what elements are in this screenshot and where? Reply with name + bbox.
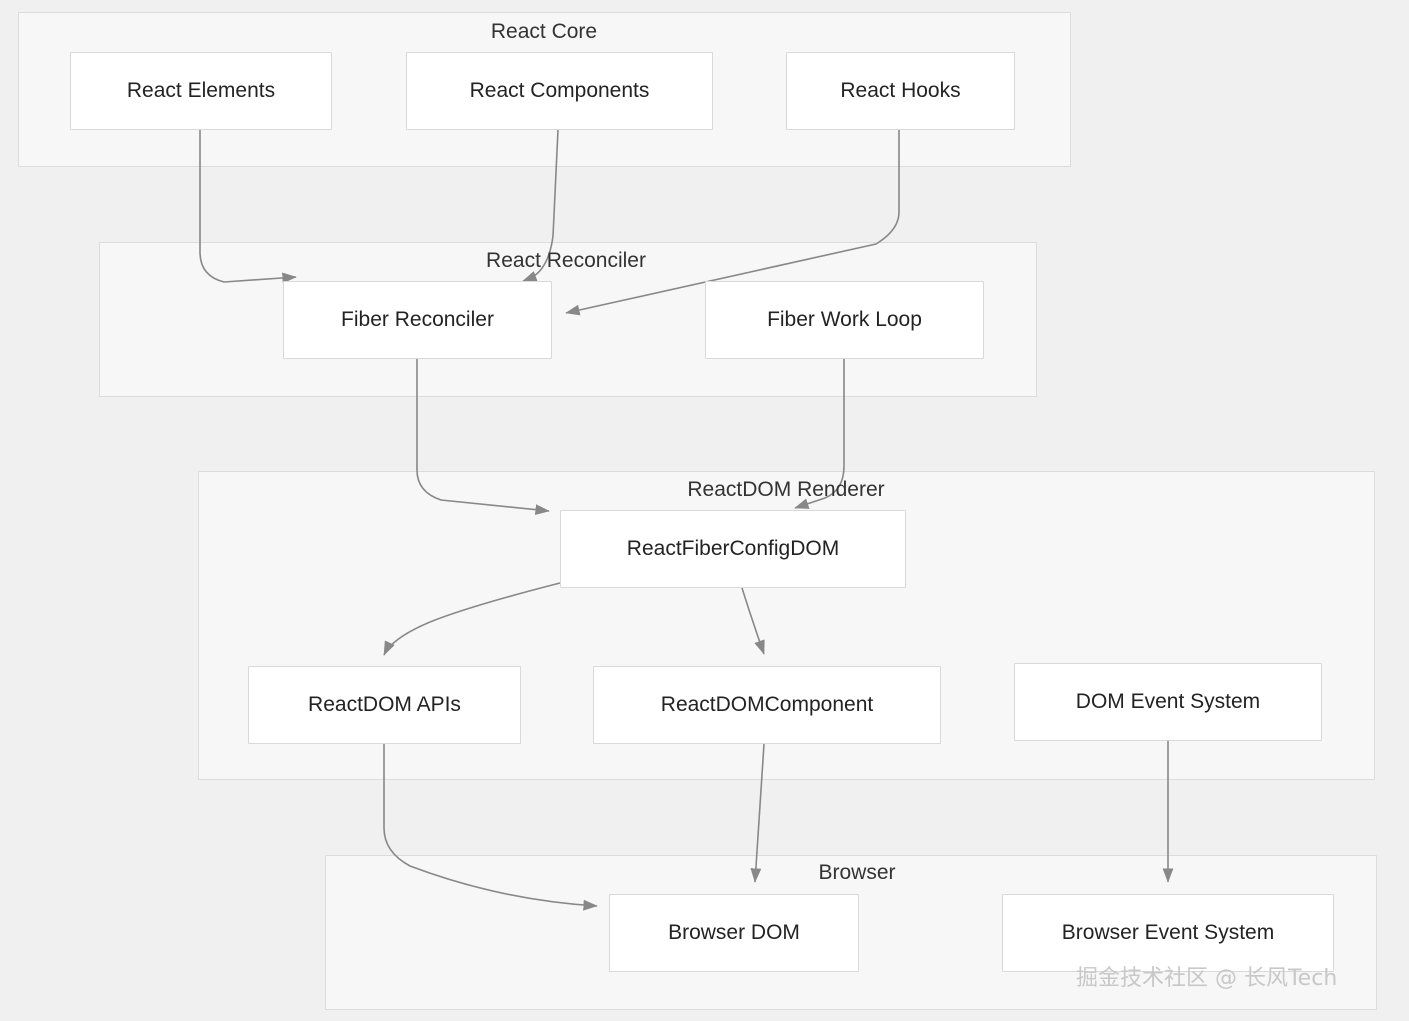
- node-react-hooks[interactable]: React Hooks: [786, 52, 1015, 130]
- node-react-elements[interactable]: React Elements: [70, 52, 332, 130]
- node-browser-dom[interactable]: Browser DOM: [609, 894, 859, 972]
- node-reactdomcomponent[interactable]: ReactDOMComponent: [593, 666, 941, 744]
- cluster-label-reactdom-renderer: ReactDOM Renderer: [687, 478, 885, 501]
- node-dom-event-system[interactable]: DOM Event System: [1014, 663, 1322, 741]
- cluster-label-browser: Browser: [818, 861, 896, 884]
- node-react-components[interactable]: React Components: [406, 52, 713, 130]
- cluster-label-react-reconciler: React Reconciler: [486, 249, 646, 272]
- node-fiber-work-loop[interactable]: Fiber Work Loop: [705, 281, 984, 359]
- node-browser-event-system[interactable]: Browser Event System: [1002, 894, 1334, 972]
- cluster-label-react-core: React Core: [490, 20, 598, 43]
- watermark: 掘金技术社区 @ 长风Tech: [1076, 966, 1338, 991]
- node-reactfiberconfigdom[interactable]: ReactFiberConfigDOM: [560, 510, 906, 588]
- node-reactdom-apis[interactable]: ReactDOM APIs: [248, 666, 521, 744]
- node-fiber-reconciler[interactable]: Fiber Reconciler: [283, 281, 552, 359]
